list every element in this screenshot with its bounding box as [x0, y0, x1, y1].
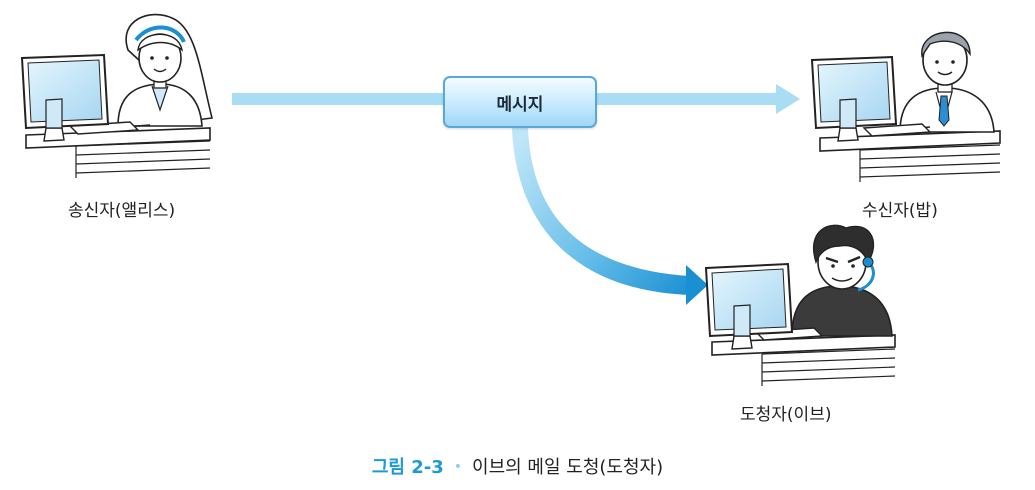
eavesdropper-desk — [711, 334, 896, 386]
bob-monitor — [810, 55, 898, 142]
eve-monitor — [704, 262, 794, 350]
caption-text: 이브의 메일 도청(도청자) — [472, 457, 664, 478]
alice-figure — [111, 13, 213, 129]
intercept-arrow — [512, 128, 708, 305]
alice-monitor — [20, 53, 110, 142]
message-box: 메시지 — [443, 76, 597, 128]
sender-desk — [25, 127, 211, 178]
figure-caption: 그림 2-3 • 이브의 메일 도청(도청자) — [0, 453, 1035, 479]
bob-keyboard — [862, 123, 932, 137]
eavesdropper-label: 도청자(이브) — [740, 405, 832, 425]
sender-label: 송신자(앨리스) — [68, 201, 176, 221]
message-flow-arrow — [232, 84, 800, 114]
receiver-bob-illustration — [810, 31, 1001, 182]
eve-figure — [779, 224, 893, 337]
figure-number: 그림 2-3 — [371, 457, 444, 478]
caption-separator: • — [453, 459, 463, 475]
message-box-label: 메시지 — [496, 94, 544, 115]
receiver-desk — [819, 130, 1001, 182]
sender-alice-illustration — [20, 13, 213, 178]
bob-figure — [895, 31, 995, 133]
eavesdropper-eve-illustration — [704, 224, 896, 386]
receiver-label: 수신자(밥) — [862, 201, 938, 221]
